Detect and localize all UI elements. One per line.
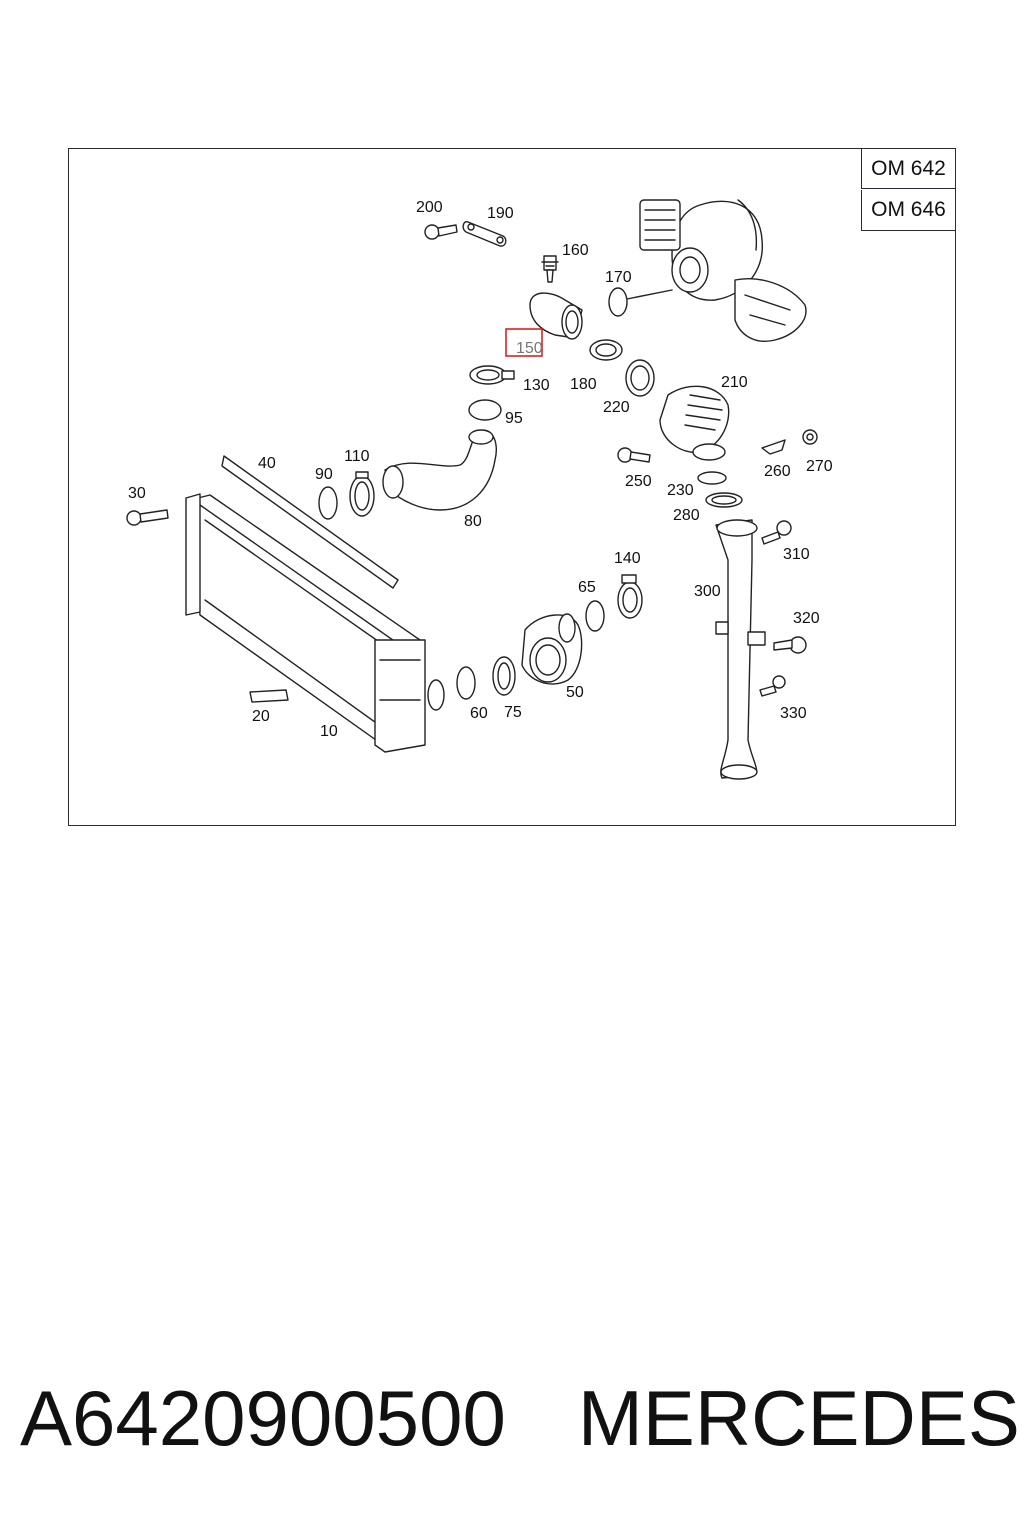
bolt-200-drawing [424, 224, 458, 240]
callout-280: 280 [673, 507, 700, 524]
callout-260: 260 [764, 463, 791, 480]
bolt-250-drawing [617, 447, 651, 463]
o-ring-60-drawing [456, 666, 476, 700]
callout-230: 230 [667, 482, 694, 499]
bracket-20-drawing [249, 689, 289, 703]
sleeve-280-drawing [705, 492, 743, 508]
callout-65: 65 [578, 579, 596, 596]
bracket-260-drawing [761, 439, 786, 455]
exploded-parts-diagram: 200 190 160 170 150 130 180 220 210 95 4… [126, 199, 833, 780]
callout-95: 95 [505, 410, 523, 427]
callout-200: 200 [416, 199, 443, 216]
engine-variant-om642: OM 642 [861, 148, 956, 189]
callout-330: 330 [780, 705, 807, 722]
callout-160: 160 [562, 242, 589, 259]
throttle-housing-210-drawing [659, 385, 730, 461]
callout-180: 180 [570, 376, 597, 393]
bolt-30-drawing [126, 509, 169, 526]
callout-170: 170 [605, 269, 632, 286]
bolt-330-drawing [759, 675, 786, 697]
callout-140: 140 [614, 550, 641, 567]
brand-name: MERCEDES [577, 1374, 1020, 1462]
bolt-160-drawing [541, 255, 559, 283]
callout-highlight-box [505, 328, 543, 357]
callout-210: 210 [721, 374, 748, 391]
callout-310: 310 [783, 546, 810, 563]
clamp-110-drawing [349, 471, 375, 517]
o-ring-65-drawing [585, 600, 605, 632]
hose-80-drawing [382, 429, 497, 511]
part-number: A6420900500 [20, 1374, 506, 1462]
callout-150: 150 [516, 340, 543, 357]
callout-10: 10 [320, 723, 338, 740]
sleeve-220-drawing [625, 359, 655, 397]
callout-270: 270 [806, 458, 833, 475]
callout-250: 250 [625, 473, 652, 490]
callout-80: 80 [464, 513, 482, 530]
clamp-140-drawing [617, 574, 643, 619]
intercooler-10-drawing [185, 493, 445, 753]
o-ring-90-drawing [318, 486, 338, 520]
pipe-300-drawing [715, 519, 766, 780]
nut-270-drawing [802, 429, 818, 445]
bracket-190-drawing [462, 221, 507, 247]
callout-20: 20 [252, 708, 270, 725]
callout-75: 75 [504, 704, 522, 721]
callout-130: 130 [523, 377, 550, 394]
callout-50: 50 [566, 684, 584, 701]
product-caption: A6420900500 MERCEDES [20, 1368, 1020, 1468]
elbow-pipe-150-drawing [529, 292, 583, 340]
callout-40: 40 [258, 455, 276, 472]
diagram-frame [68, 148, 956, 826]
clamp-75-drawing [492, 656, 516, 696]
engine-variant-om646: OM 646 [861, 190, 956, 231]
bolt-320-drawing [773, 636, 807, 654]
callout-300: 300 [694, 583, 721, 600]
callout-30: 30 [128, 485, 146, 502]
callout-110: 110 [344, 448, 370, 465]
clamp-130-drawing [469, 365, 515, 385]
clamp-180-drawing [589, 339, 623, 361]
callout-220: 220 [603, 399, 630, 416]
turbocharger-drawing [639, 199, 807, 342]
callout-320: 320 [793, 610, 820, 627]
o-ring-95-drawing [468, 399, 502, 421]
o-ring-170-drawing [608, 287, 628, 317]
callout-190: 190 [487, 205, 514, 222]
o-ring-230-drawing [697, 471, 727, 485]
bolt-310-drawing [761, 520, 792, 545]
callout-90: 90 [315, 466, 333, 483]
hose-50-drawing [521, 613, 583, 685]
callout-60: 60 [470, 705, 488, 722]
callout-labels: 200 190 160 170 150 130 180 220 210 95 4… [128, 199, 833, 740]
seal-strip-40-drawing [221, 455, 399, 589]
